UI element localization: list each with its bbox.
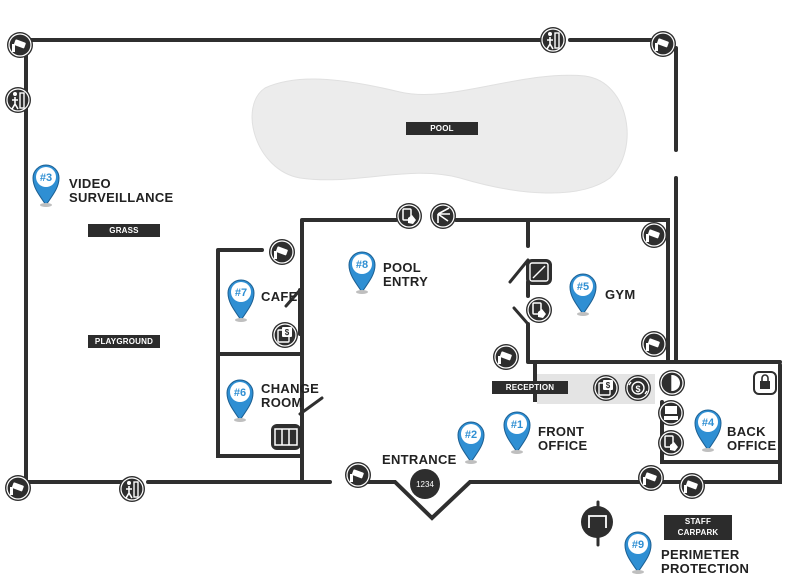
svg-text:#3: #3 [40, 172, 52, 184]
perimeter-protection-label: PERIMETER PROTECTION [661, 547, 750, 576]
cash-register-icon [624, 374, 652, 402]
pin-8: #8 [348, 251, 376, 295]
cctv-camera-icon [492, 343, 520, 371]
building-walls [216, 218, 782, 470]
svg-text:#7: #7 [235, 287, 247, 299]
change-room-label: CHANGE ROOM [261, 381, 320, 410]
svg-text:#5: #5 [577, 281, 589, 293]
entrance-label: ENTRANCE [382, 452, 457, 467]
pin-5: #5 [569, 273, 597, 317]
video-surveillance-label: VIDEO SURVEILLANCE [69, 176, 174, 205]
svg-text:#4: #4 [702, 417, 715, 429]
payment-terminal-icon [592, 374, 620, 402]
reception-label: RECEPTION [492, 381, 568, 394]
pin-6: #6 [226, 379, 254, 423]
turnstile-icon [539, 26, 567, 54]
svg-text:#2: #2 [465, 429, 477, 441]
pin-1: #1 [503, 411, 531, 455]
door-swing-gym [508, 258, 530, 284]
cctv-camera-icon [640, 330, 668, 358]
cctv-camera-icon [637, 464, 665, 492]
svg-text:#8: #8 [356, 259, 368, 271]
cctv-camera-icon [4, 474, 32, 502]
door-swing-gym-2 [512, 306, 530, 326]
pool-label: POOL [406, 122, 478, 135]
cafe-label: CAFE [261, 289, 298, 304]
payment-terminal-icon [271, 321, 299, 349]
playground-label: PLAYGROUND [88, 335, 160, 348]
boom-gate-icon [581, 506, 613, 538]
computer-icon [657, 399, 685, 427]
cctv-camera-icon [640, 221, 668, 249]
pin-7: #7 [227, 279, 255, 323]
gate-arm-icon [429, 202, 457, 230]
pool-entry-label: POOL ENTRY [383, 260, 429, 289]
turnstile-icon [118, 475, 146, 503]
locker-icon [753, 371, 777, 395]
cctv-camera-icon [6, 31, 34, 59]
pin-2: #2 [457, 421, 485, 465]
cctv-camera-icon [649, 30, 677, 58]
alarm-panel-icon [525, 258, 553, 286]
door-swing-change [298, 396, 324, 416]
card-reader-icon [395, 202, 423, 230]
lockers-icon [270, 423, 302, 451]
svg-text:#9: #9 [632, 539, 644, 551]
svg-text:#6: #6 [234, 387, 246, 399]
cctv-camera-icon [268, 238, 296, 266]
pin-4: #4 [694, 409, 722, 453]
svg-text:#1: #1 [511, 419, 523, 431]
front-office-label: FRONT OFFICE [538, 424, 588, 453]
cctv-camera-icon [344, 461, 372, 489]
turnstile-icon [4, 86, 32, 114]
grass-label: GRASS [88, 224, 160, 237]
keypad-icon: 1234 [410, 469, 440, 499]
cctv-camera-icon [678, 472, 706, 500]
card-reader-icon [525, 296, 553, 324]
door-sensor-icon [658, 369, 686, 397]
staff-carpark-label: STAFF CARPARK [664, 515, 732, 540]
keypad-code: 1234 [416, 480, 434, 489]
gym-label: GYM [605, 287, 636, 302]
card-reader-icon [657, 429, 685, 457]
back-office-label: BACK OFFICE [727, 424, 777, 453]
door-swing-cafe [284, 288, 302, 308]
pin-9: #9 [624, 531, 652, 575]
pin-3: #3 [32, 164, 60, 208]
